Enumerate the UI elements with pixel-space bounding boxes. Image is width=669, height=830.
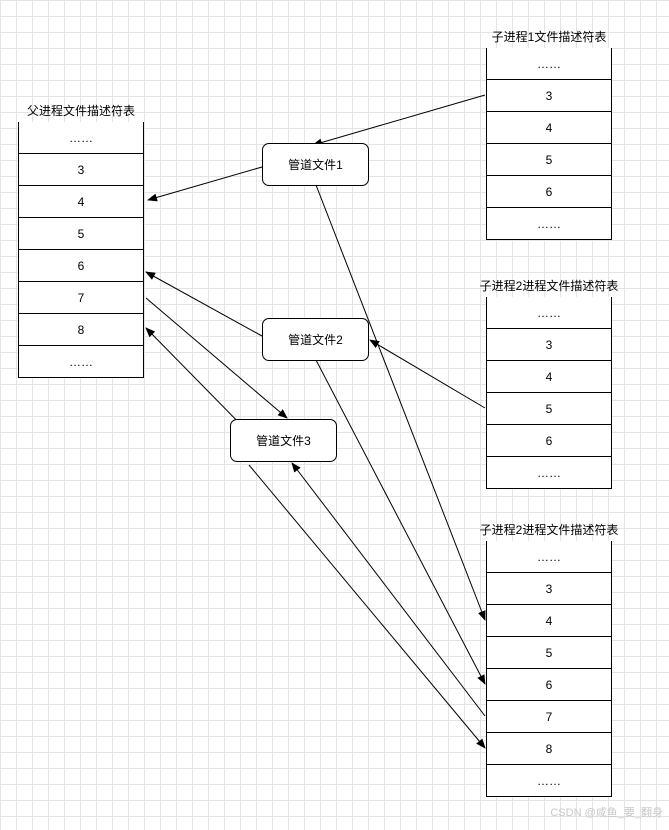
table-cell: 6 [486,669,612,701]
arrow-pipe1-to-child2b-4 [315,184,486,621]
table-cell: 4 [18,186,144,218]
arrow-pipe2-to-parent6 [145,271,263,337]
table-cell: …… [486,297,612,329]
table-cell: …… [18,122,144,154]
child1-fd-table-title: 子进程1文件描述符表 [491,30,607,44]
table-cell: …… [486,48,612,80]
table-cell: 3 [18,154,144,186]
child2b-fd-table-title: 子进程2进程文件描述符表 [479,523,619,537]
table-cell: 4 [486,605,612,637]
arrow-pipe1-to-parent4 [147,166,263,202]
table-cell: 5 [486,637,612,669]
table-cell: 6 [18,250,144,282]
child2a-fd-table-title: 子进程2进程文件描述符表 [479,279,619,293]
table-cell: 6 [486,425,612,457]
arrow-pipe3-to-child2b-8 [248,464,486,749]
parent-fd-table: 父进程文件描述符表 …… 3 4 5 6 7 8 …… [18,104,144,378]
table-cell: 3 [486,329,612,361]
arrow-pipe2-to-child2b-6 [315,359,486,685]
table-cell: 4 [486,112,612,144]
table-cell: 5 [486,144,612,176]
child2b-fd-table: 子进程2进程文件描述符表 …… 3 4 5 6 7 8 …… [480,523,618,797]
arrow-pipe3-to-parent8 [145,327,251,435]
table-cell: 6 [486,176,612,208]
arrow-child1-to-pipe1 [312,94,486,147]
table-cell: 7 [18,282,144,314]
parent-fd-table-title: 父进程文件描述符表 [26,104,135,118]
watermark: CSDN @咸鱼_要_翻身 [550,807,663,819]
table-cell: 3 [486,573,612,605]
arrow-child2b-7-to-pipe3 [291,462,486,717]
pipe-file-1-node: 管道文件1 [262,143,369,186]
table-cell: …… [486,541,612,573]
table-cell: 3 [486,80,612,112]
table-cell: …… [18,346,144,378]
pipe-file-3-node: 管道文件3 [230,419,337,462]
table-cell: 5 [486,393,612,425]
table-cell: 4 [486,361,612,393]
arrow-child2a-to-pipe2 [369,339,486,409]
child1-fd-table: 子进程1文件描述符表 …… 3 4 5 6 …… [486,30,612,240]
arrow-parent7-to-pipe3 [145,297,288,419]
table-cell: 5 [18,218,144,250]
child2a-fd-table: 子进程2进程文件描述符表 …… 3 4 5 6 …… [480,279,618,489]
table-cell: 7 [486,701,612,733]
pipe-file-2-node: 管道文件2 [262,318,369,361]
table-cell: 8 [486,733,612,765]
table-cell: …… [486,208,612,240]
table-cell: …… [486,457,612,489]
table-cell: …… [486,765,612,797]
table-cell: 8 [18,314,144,346]
